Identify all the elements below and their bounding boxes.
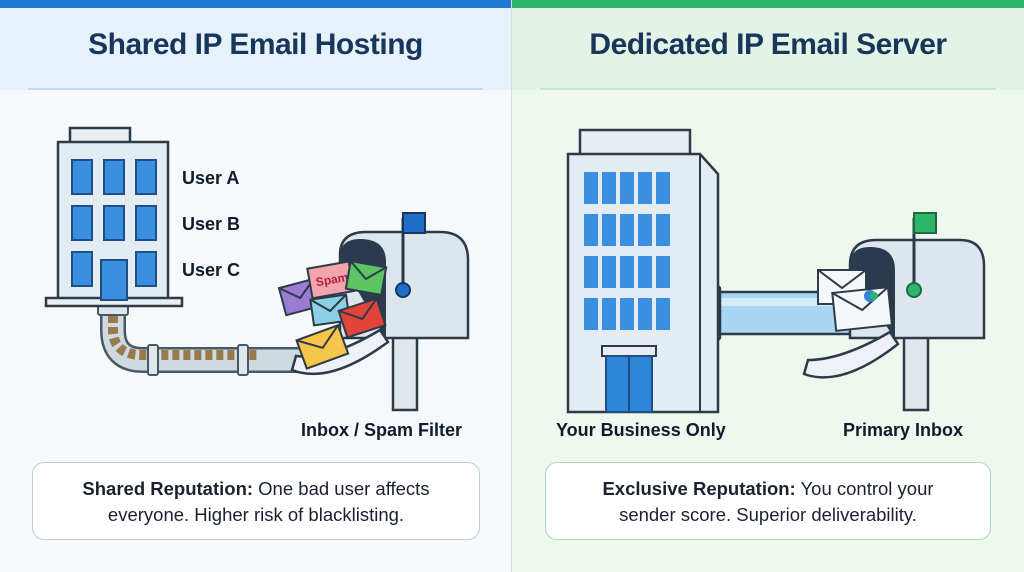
shared-card-heading: Shared Reputation: [82,478,254,499]
business-only-label: Your Business Only [556,420,726,440]
dedicated-card-line1: You control your [800,478,934,499]
clean-envelopes [817,269,894,332]
panel-divider [511,0,512,572]
shared-title: Shared IP Email Hosting [88,28,423,61]
dedicated-illustration [566,128,986,414]
shared-card-line1: One bad user affects [258,478,430,499]
dedicated-title: Dedicated IP Email Server [589,28,947,61]
user-b-label: User B [182,214,241,234]
shared-illustration: Spam [44,126,470,412]
spam-envelopes: Spam [277,259,388,370]
shared-card-line2: everyone. Higher risk of blacklisting. [107,504,405,525]
shared-ip-panel: Shared IP Email Hosting [0,0,511,572]
dedicated-ip-panel: Dedicated IP Email Server [512,0,1024,572]
spam-filter-label: Inbox / Spam Filter [301,420,463,440]
exclusive-reputation-card: Exclusive Reputation: You control your s… [545,462,991,540]
dedicated-card-line2: sender score. Superior deliverability. [619,504,917,525]
shared-header-rule [28,88,483,90]
user-c-label: User C [182,260,241,280]
shared-reputation-card: Shared Reputation: One bad user affects … [32,462,480,540]
shared-header: Shared IP Email Hosting [0,8,511,90]
shared-accent-bar [0,0,511,8]
user-a-label: User A [182,168,240,188]
shared-building-icon [44,126,184,308]
primary-inbox-label: Primary Inbox [843,420,964,440]
dedicated-card-heading: Exclusive Reputation: [602,478,796,499]
shared-pipe [97,300,310,376]
spam-tag: Spam [315,270,350,289]
dedicated-header: Dedicated IP Email Server [512,8,1024,90]
dedicated-accent-bar [512,0,1024,8]
dedicated-header-rule [540,88,996,90]
dedicated-building-icon [566,128,720,414]
